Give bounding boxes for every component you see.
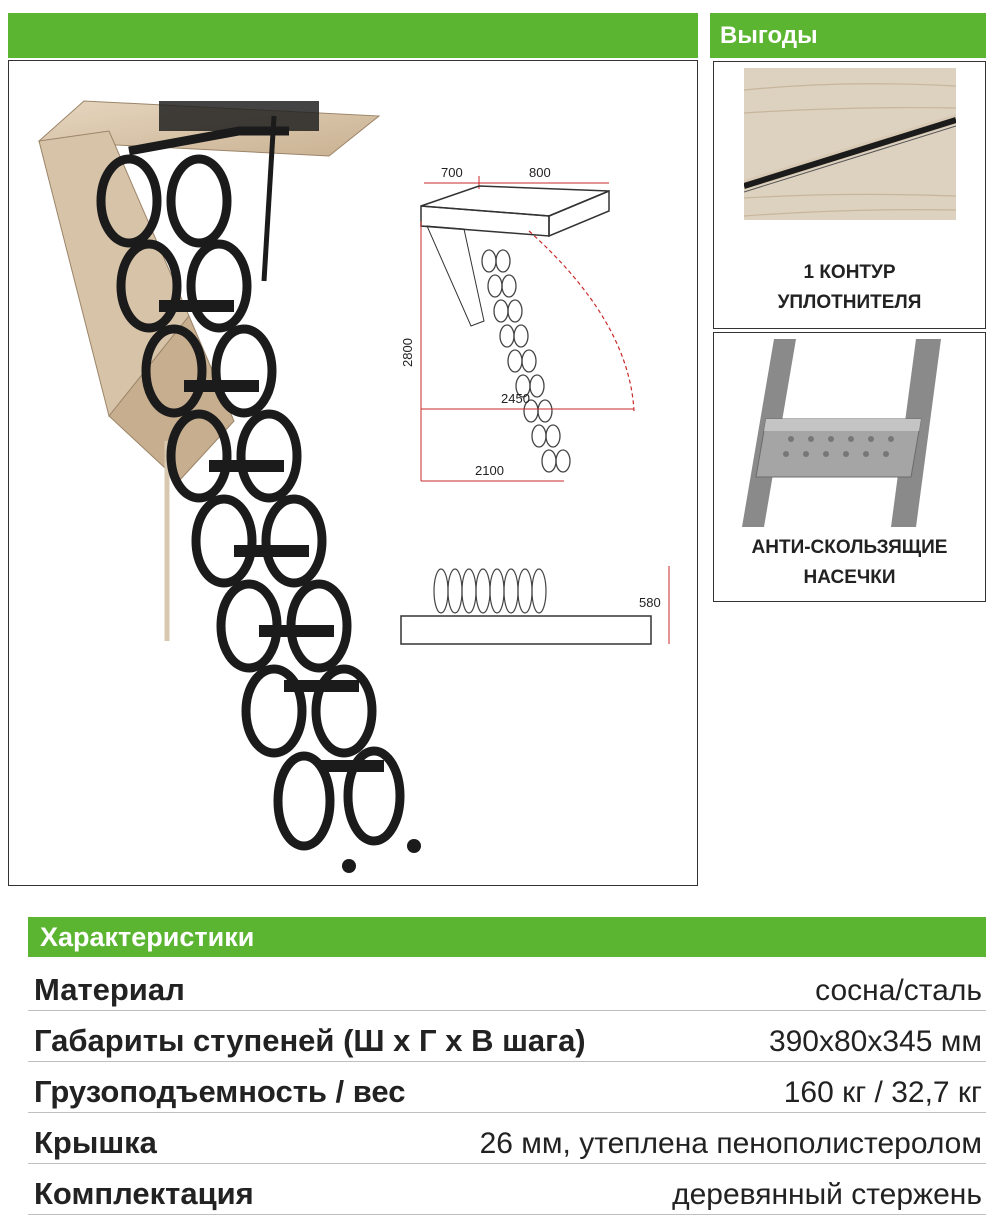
dim-800: 800 (529, 165, 551, 180)
dim-2800: 2800 (400, 338, 415, 367)
spec-label: Материал (34, 972, 185, 1007)
technical-drawing: 700 800 2800 2450 2100 (400, 165, 670, 645)
spec-value: сосна/сталь (815, 974, 982, 1007)
spec-label: Габариты ступеней (Ш х Г х В шага) (34, 1023, 586, 1058)
specs-title: Характеристики (40, 922, 255, 952)
dim-2100: 2100 (475, 463, 504, 478)
spec-row-step-size: Габариты ступеней (Ш х Г х В шага) 390х8… (28, 1018, 986, 1062)
product-illustration: 700 800 2800 2450 2100 (37, 100, 670, 873)
benefit-antislip-label: АНТИ-СКОЛЬЗЯЩИЕ НАСЕЧКИ (751, 537, 948, 588)
spec-row-lid: Крышка 26 мм, утеплена пенополистеролом (28, 1120, 986, 1164)
dim-580: 580 (639, 595, 661, 610)
spec-row-load: Грузоподъемность / вес 160 кг / 32,7 кг (28, 1069, 986, 1113)
spec-value: 390х80х345 мм (768, 1025, 982, 1058)
top-left-green-bar (8, 13, 698, 58)
benefits-title: Выгоды (720, 22, 818, 49)
spec-row-material: Материал сосна/сталь (28, 967, 986, 1011)
benefits-header-bar: Выгоды (710, 13, 986, 58)
spec-row-kit: Комплектация деревянный стержень (28, 1171, 986, 1215)
dim-700: 700 (441, 165, 463, 180)
antislip-step-image (742, 339, 941, 527)
benefit-seal-card: 1 КОНТУР УПЛОТНИТЕЛЯ (713, 61, 986, 329)
benefit-antislip-card: АНТИ-СКОЛЬЗЯЩИЕ НАСЕЧКИ (713, 332, 986, 602)
scissor-ladder (96, 115, 421, 873)
attic-hatch (37, 100, 381, 641)
seal-contour-image (744, 68, 956, 220)
dim-2450: 2450 (501, 391, 530, 406)
spec-label: Комплектация (34, 1176, 254, 1211)
spec-label: Крышка (34, 1125, 157, 1160)
folded-view: 580 (400, 566, 670, 645)
product-image-frame: 700 800 2800 2450 2100 (8, 60, 698, 886)
spec-value: деревянный стержень (672, 1178, 982, 1211)
spec-label: Грузоподъемность / вес (34, 1074, 406, 1109)
benefit-seal-label: 1 КОНТУР УПЛОТНИТЕЛЯ (777, 262, 922, 313)
spec-value: 26 мм, утеплена пенополистеролом (479, 1127, 982, 1160)
specs-header-bar: Характеристики (28, 917, 986, 957)
spec-value: 160 кг / 32,7 кг (783, 1076, 982, 1109)
